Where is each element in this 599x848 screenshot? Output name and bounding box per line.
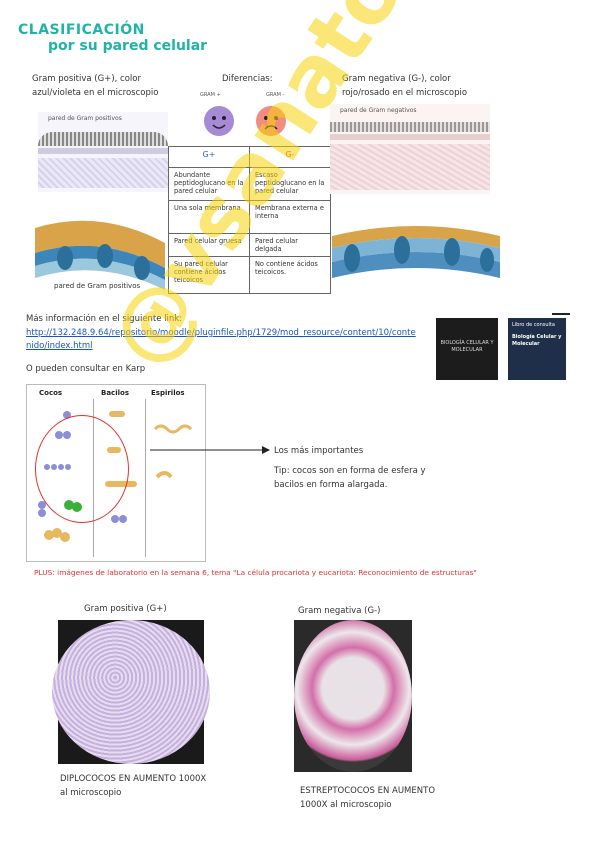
book1-title: BIOLOGÍA CELULAR Y MOLECULAR [440,340,494,353]
karp-text: O pueden consultar en Karp [26,364,146,374]
bacteria-shapes-figure: Cocos Bacilos Espirilos [26,384,206,562]
book-cover-reference: Libro de consulta Biología Celular y Mol… [508,318,566,380]
gram-minus-label: GRAM - [266,92,285,98]
diff-cell: Escaso peptidoglucano en la pared celula… [249,167,331,201]
book-cover-karp: BIOLOGÍA CELULAR Y MOLECULAR [436,318,498,380]
title-line1: CLASIFICACIÓN [18,22,145,38]
shape-col-header: Cocos [39,389,63,397]
gram-negative-3d-diagram [332,206,500,292]
repository-link[interactable]: http://132.248.9.64/repositorio/moodle/p… [26,328,416,351]
note-tip: Tip: cocos son en forma de esfera y baci… [274,466,426,490]
diff-cell: No contiene ácidos teicoicos. [249,256,331,294]
shape-col-header: Espirilos [151,389,185,397]
gram-positive-diagram: pared de Gram positivos [38,112,168,192]
gram-positive-3d-diagram [30,208,170,298]
note-title: Los más importantes [274,446,364,456]
gram-positive-bottom-label: pared de Gram positivos [54,282,141,290]
shape-col-header: Bacilos [101,389,129,397]
diagram-label: pared de Gram negativos [340,107,417,114]
plus-note: PLUS: imágenes de laboratorio en la sema… [34,568,477,577]
sad-face-icon [256,106,286,136]
gram-plus-label: GRAM + [200,92,221,98]
arrow-icon [150,446,270,454]
gram-negative-diagram: pared de Gram negativos [330,104,490,194]
micro-neg-caption: ESTREPTOCOCOS EN AUMENTO 1000X al micros… [300,786,436,810]
differences-title: Diferencias: [222,74,273,84]
book2-title: Biología Celular y Molecular [512,334,562,347]
highlight-circle [35,415,129,523]
divider-line [552,313,570,315]
micrograph-gram-negative [294,620,412,772]
gram-positive-caption: Gram positiva (G+), color azul/violeta e… [32,74,159,98]
micro-pos-title: Gram positiva (G+) [84,604,167,614]
micrograph-gram-positive [52,620,210,764]
happy-face-icon [204,106,234,136]
more-info-text: Más información en el siguiente link: [26,314,183,324]
micro-neg-title: Gram negativa (G-) [298,606,381,616]
book2-head: Libro de consulta [512,322,555,328]
gram-negative-caption: Gram negativa (G-), color rojo/rosado en… [342,74,468,98]
differences-table: G+G- Abundante peptidoglucano en la pare… [168,146,331,294]
title-line2: por su pared celular [48,38,208,54]
diagram-label: pared de Gram positivos [48,115,122,122]
micro-pos-caption: DIPLOCOCOS EN AUMENTO 1000X al microscop… [60,774,207,798]
